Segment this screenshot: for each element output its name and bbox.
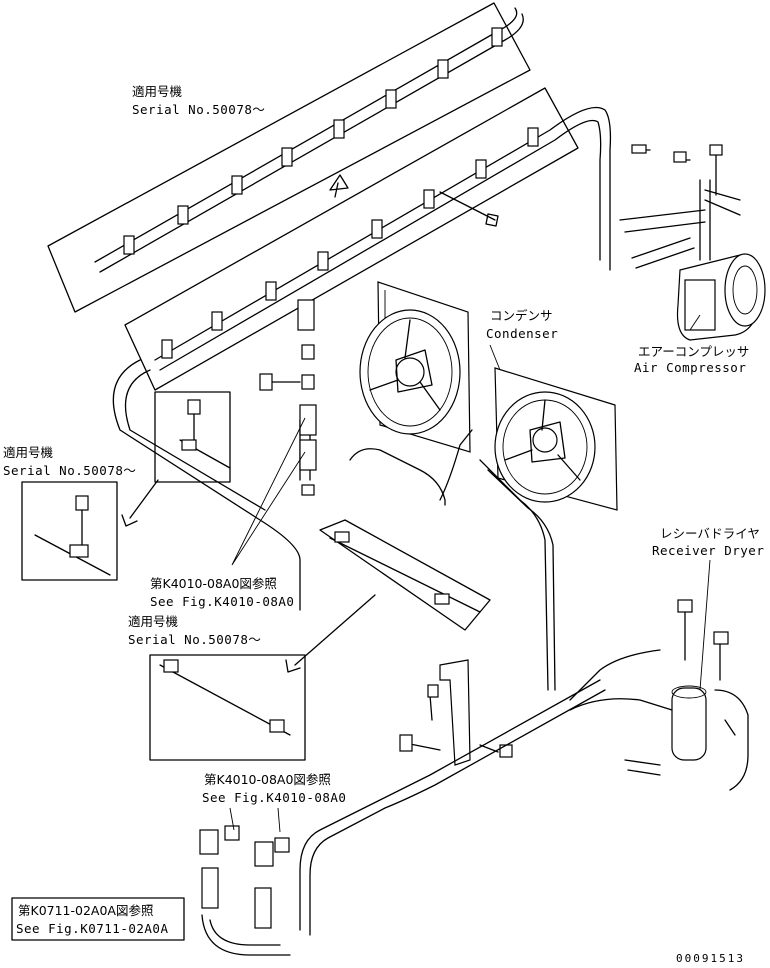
label-condenser-jp: コンデンサ [490, 308, 553, 323]
label-dryer-jp: レシーバドライヤ [660, 526, 760, 541]
inset-arrow-up [329, 174, 349, 198]
ref3-box [11, 897, 185, 941]
center-fittings [259, 299, 317, 496]
label-serial-mid-en: Serial No.50078～ [128, 632, 261, 647]
label-ref3-en: See Fig.K0711-02A0A [16, 921, 169, 936]
main-clamps [161, 127, 539, 359]
label-ref2-en: See Fig.K4010-08A0 [202, 790, 346, 805]
label-compressor-jp: エアーコンプレッサ [638, 344, 749, 359]
label-serial-left-jp: 適用号機 [3, 445, 54, 460]
label-ref1-en: See Fig.K4010-08A0 [150, 594, 294, 609]
mid-pipe-inset [319, 519, 491, 631]
condenser-upper [359, 281, 471, 453]
lower-serial-inset [149, 654, 306, 761]
left-inset [154, 391, 231, 483]
pipe-lower-long [299, 679, 601, 931]
receiver-dryer [569, 599, 749, 791]
drawing-number: 00091513 [676, 952, 745, 965]
label-compressor-en: Air Compressor [634, 360, 746, 375]
leader-ref2 [229, 807, 281, 833]
condenser-lower [494, 367, 618, 511]
labels: 適用号機 Serial No.50078～ 適用号機 Serial No.500… [3, 84, 764, 965]
hose-left-loop [112, 359, 301, 611]
label-serial-mid-jp: 適用号機 [128, 614, 179, 629]
label-ref1-jp: 第K4010-08A0図参照 [150, 576, 277, 591]
leader-ref1 [231, 417, 306, 566]
label-serial-top-jp: 適用号機 [132, 84, 183, 99]
air-compressor [619, 144, 766, 341]
label-dryer-en: Receiver Dryer [652, 543, 764, 558]
label-condenser-en: Condenser [486, 326, 558, 341]
bracket-lower [399, 659, 513, 766]
label-ref2-jp: 第K4010-08A0図参照 [204, 772, 331, 787]
lower-fittings [199, 825, 290, 929]
top-inset-panel [47, 2, 531, 313]
left-serial-inset [21, 479, 159, 581]
label-ref3-jp: 第K0711-02A0A図参照 [18, 903, 153, 918]
main-pipe-panel [124, 87, 612, 391]
label-serial-top-en: Serial No.50078～ [132, 102, 265, 117]
top-clamps [123, 27, 503, 255]
label-serial-left-en: Serial No.50078～ [3, 463, 136, 478]
